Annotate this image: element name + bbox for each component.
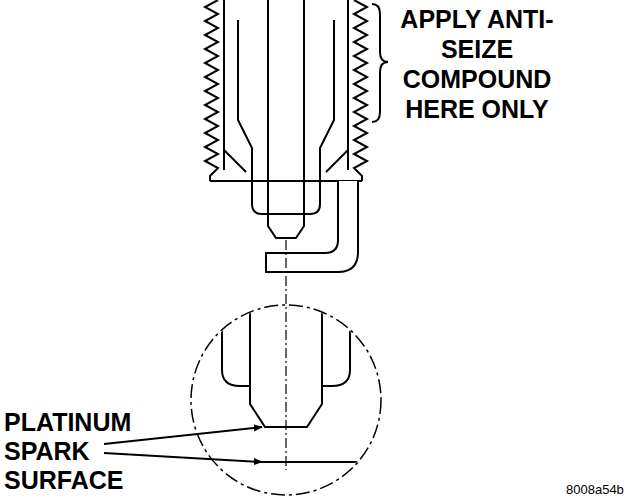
leader-arrow bbox=[104, 453, 262, 462]
detail-electrode bbox=[250, 300, 322, 427]
detail-circle bbox=[191, 305, 381, 495]
bracket bbox=[372, 4, 388, 122]
callout-note: APPLY ANTI-SEIZE COMPOUND HERE ONLY bbox=[392, 4, 562, 124]
part-label: PLATINUM SPARK SURFACE bbox=[4, 408, 144, 495]
shell-chamfer bbox=[224, 150, 348, 172]
thread-root-left bbox=[223, 0, 225, 170]
center-electrode bbox=[268, 0, 304, 238]
detail-insulator bbox=[222, 305, 350, 386]
ground-electrode bbox=[266, 181, 358, 272]
figure-code: 8008a54b bbox=[566, 482, 636, 498]
thread-root-right bbox=[347, 0, 349, 170]
detail-ground-surface bbox=[262, 461, 385, 463]
thread-left bbox=[205, 0, 218, 181]
insulator-nose bbox=[252, 181, 320, 214]
insulator bbox=[238, 20, 334, 181]
thread-right bbox=[354, 0, 367, 181]
center-line bbox=[285, 240, 286, 470]
